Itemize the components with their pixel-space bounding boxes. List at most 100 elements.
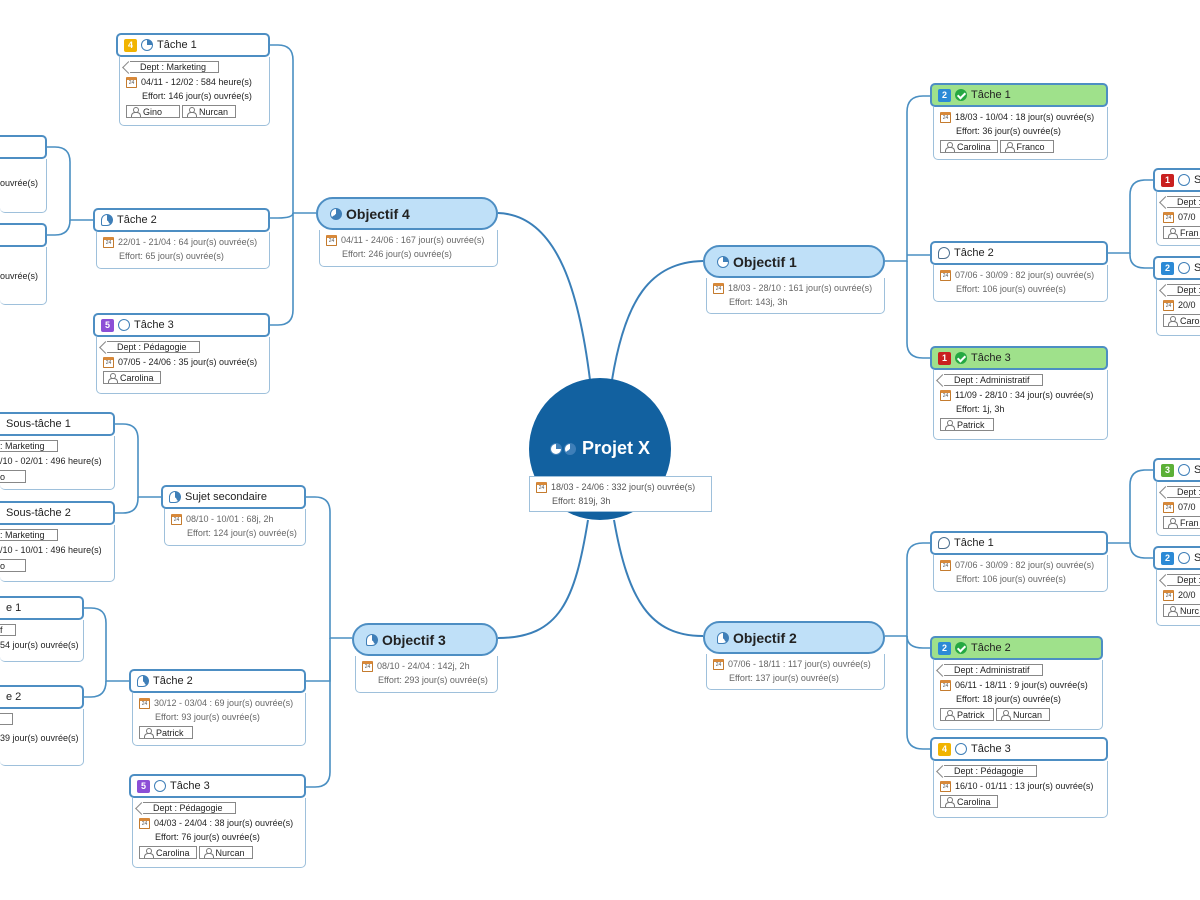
objective-4-header[interactable]: Objectif 4 — [316, 197, 498, 230]
dept-tag[interactable]: Dept : A — [1167, 574, 1200, 586]
o3-sous-tache-1-header[interactable]: Sous-tâche 1 — [0, 412, 115, 436]
objective-1-header[interactable]: Objectif 1 — [703, 245, 885, 278]
dept-tag[interactable]: Dept : Administratif — [944, 664, 1043, 676]
dept-tag[interactable]: Dept : Pédagogie — [107, 341, 200, 353]
priority-badge: 5 — [101, 318, 114, 332]
dept-tag[interactable]: Dept : F — [1167, 196, 1200, 208]
o4-task-2-header[interactable]: Tâche 2 — [93, 208, 270, 232]
root-title: Projet X — [529, 438, 671, 459]
person-tag[interactable]: Carolina — [940, 795, 998, 808]
objective-2-title: Objectif 2 — [733, 629, 797, 646]
person-name: Fran — [1180, 227, 1199, 238]
o1-subtask-1-header[interactable]: 1S — [1153, 168, 1200, 192]
progress-icon — [717, 631, 729, 644]
o1-subtask-1-title: S — [1194, 174, 1200, 186]
o3-task-2-sub-1-header[interactable]: e 1 — [0, 596, 84, 620]
o4-task-2-sub-1-header[interactable] — [0, 135, 47, 159]
objective-2-header[interactable]: Objectif 2 — [703, 621, 885, 654]
o1-subtask-2-dates: 20/0 — [1178, 300, 1196, 310]
person-tag[interactable]: Carolina — [940, 140, 998, 153]
o3-sujet-header[interactable]: Sujet secondaire — [161, 485, 306, 509]
dept-tag[interactable]: f — [0, 624, 16, 636]
status-circle-icon — [1178, 464, 1190, 476]
dept-tag[interactable]: : Marketing — [0, 529, 58, 541]
dept-tag[interactable]: : Marketing — [0, 440, 58, 452]
person-tag[interactable]: Nurcan — [182, 105, 236, 118]
o3-sous-tache-2-header[interactable]: Sous-tâche 2 — [0, 501, 115, 525]
person-tag[interactable]: Franco — [999, 140, 1054, 153]
o2-task-1-header[interactable]: Tâche 1 — [930, 531, 1108, 555]
o2-subtask-2-header[interactable]: 2S — [1153, 546, 1200, 570]
person-tag[interactable]: Caro — [1163, 314, 1200, 327]
person-tag[interactable]: Fran — [1163, 226, 1200, 239]
o1-task-2-header[interactable]: Tâche 2 — [930, 241, 1108, 265]
o2-subtask-1-header[interactable]: 3S — [1153, 458, 1200, 482]
calendar-icon: 24 — [940, 679, 951, 691]
person-icon — [187, 107, 197, 117]
person-tag[interactable]: Nurcan — [996, 708, 1050, 721]
person-name: Carolina — [957, 796, 991, 807]
person-tag[interactable]: Patrick — [940, 708, 994, 721]
person-tag[interactable]: Fran — [1163, 516, 1200, 529]
o1-subtask-2-header[interactable]: 2S — [1153, 256, 1200, 280]
person-tag[interactable]: Carolina — [103, 371, 161, 384]
o3-task-2-sub-2-title: e 2 — [6, 691, 22, 703]
dept-tag[interactable]: Dept : Pédagogie — [944, 765, 1037, 777]
o4-task-2-sub-2-header[interactable] — [0, 223, 47, 247]
person-tag[interactable]: no — [0, 470, 26, 483]
person-tag[interactable]: Patrick — [139, 726, 193, 739]
o3-sujet-title: Sujet secondaire — [185, 491, 267, 503]
o4-task-2-sub-2-text: ouvrée(s) — [0, 271, 39, 281]
objective-3-header[interactable]: Objectif 3 — [352, 623, 498, 656]
person-icon — [945, 420, 955, 430]
progress-icon — [330, 207, 342, 220]
o3-task-2-sub-2-header[interactable]: e 2 — [0, 685, 84, 709]
person-tag[interactable]: Nurcan — [198, 846, 253, 859]
dept-tag[interactable] — [0, 713, 13, 725]
dept-tag[interactable]: Dept : A — [1167, 284, 1200, 296]
person-tag[interactable]: Patrick — [940, 418, 994, 431]
person-tag[interactable]: Nurc — [1163, 604, 1200, 617]
objective-4-dates: 04/11 - 24/06 : 167 jour(s) ouvrée(s) — [341, 235, 485, 245]
o3-task-2-sub-1-title: e 1 — [6, 602, 22, 614]
dept-tag[interactable]: Dept : Pédagogie — [143, 802, 236, 814]
o4-task-3-header[interactable]: 5 Tâche 3 — [93, 313, 270, 337]
person-tag[interactable]: no — [0, 559, 26, 572]
person-name: Patrick — [156, 727, 184, 738]
person-tag[interactable]: Gino — [126, 105, 180, 118]
o4-task-3-title: Tâche 3 — [134, 319, 174, 331]
o3-task-2-effort: Effort: 93 jour(s) ouvrée(s) — [155, 712, 260, 722]
dept-tag[interactable]: Dept : A — [1167, 486, 1200, 498]
o4-task-1-dates: 04/11 - 12/02 : 584 heure(s) — [141, 77, 252, 87]
priority-badge: 4 — [938, 742, 951, 756]
person-name: Franco — [1016, 141, 1045, 152]
progress-icon — [169, 491, 181, 503]
dept-tag[interactable]: Dept : Administratif — [944, 374, 1043, 386]
calendar-icon: 24 — [362, 660, 373, 672]
dept-tag[interactable]: Dept : Marketing — [130, 61, 220, 73]
person-tag[interactable]: Carolina — [139, 846, 197, 859]
o4-task-2-title: Tâche 2 — [117, 214, 157, 226]
objective-4-title: Objectif 4 — [346, 205, 410, 222]
calendar-icon: 24 — [103, 356, 114, 368]
o3-task-2-header[interactable]: Tâche 2 — [129, 669, 306, 693]
